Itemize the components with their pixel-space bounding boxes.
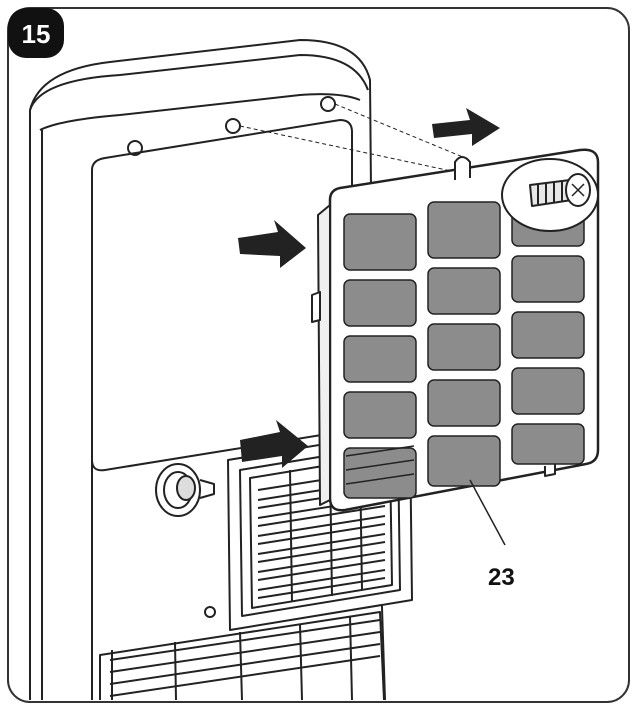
callout-leader	[469, 479, 506, 546]
screw-detail	[501, 158, 599, 232]
arrow-right-icon	[238, 220, 306, 268]
drain-cap-icon	[155, 463, 215, 517]
bottom-grille	[99, 611, 385, 701]
arrow-right-icon	[240, 420, 308, 468]
arrow-right-icon	[432, 108, 500, 146]
step-number: 15	[22, 19, 51, 49]
callout-label: 23	[488, 564, 515, 591]
filter-mesh	[343, 189, 585, 499]
screw-icon	[529, 173, 591, 207]
alignment-line	[334, 103, 471, 161]
step-badge: 15	[8, 8, 64, 58]
air-filter	[311, 148, 600, 512]
